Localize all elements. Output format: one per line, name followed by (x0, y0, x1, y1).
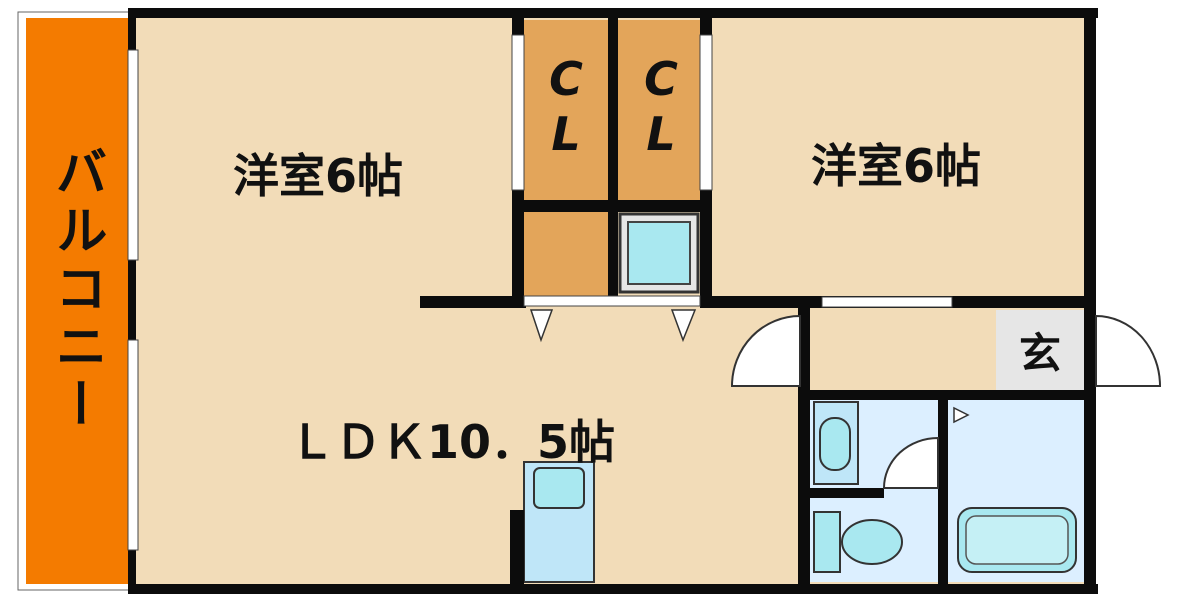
windows (127, 34, 953, 551)
balcony-label: バルコニー (46, 145, 106, 435)
closet-right-label-c: C (644, 52, 678, 106)
closet-right-label-l: L (646, 107, 675, 161)
closet-door-marker-left (529, 309, 554, 343)
closet-left-label-c: C (549, 52, 583, 106)
western-room-left-label: 洋室6帖 (233, 149, 403, 203)
bathtub-inner (965, 515, 1069, 565)
toilet-tank (813, 511, 841, 573)
closet-left-label-l: L (551, 107, 580, 161)
balcony-floor (26, 18, 130, 584)
ldk-label: ＬＤＫ10．5帖 (289, 415, 615, 469)
kitchen-sink (533, 467, 585, 509)
toilet-bowl (841, 519, 903, 565)
closet-right (614, 20, 704, 200)
closet-door-marker-right (670, 309, 697, 343)
ldk-door-swing (730, 314, 801, 387)
bathroom-door-swing (882, 436, 939, 489)
bath-flag-marker (953, 406, 970, 424)
entrance-floor (996, 310, 1084, 390)
storage-box (522, 210, 610, 298)
western-room-right-label: 洋室6帖 (811, 139, 981, 193)
entrance-door-swing (1095, 314, 1162, 387)
washbasin-bowl (819, 417, 851, 471)
washing-machine-inner (627, 221, 691, 285)
closet-sliding-door (523, 295, 701, 307)
entrance-label: 玄 (1019, 329, 1061, 378)
closet-left (522, 20, 610, 200)
